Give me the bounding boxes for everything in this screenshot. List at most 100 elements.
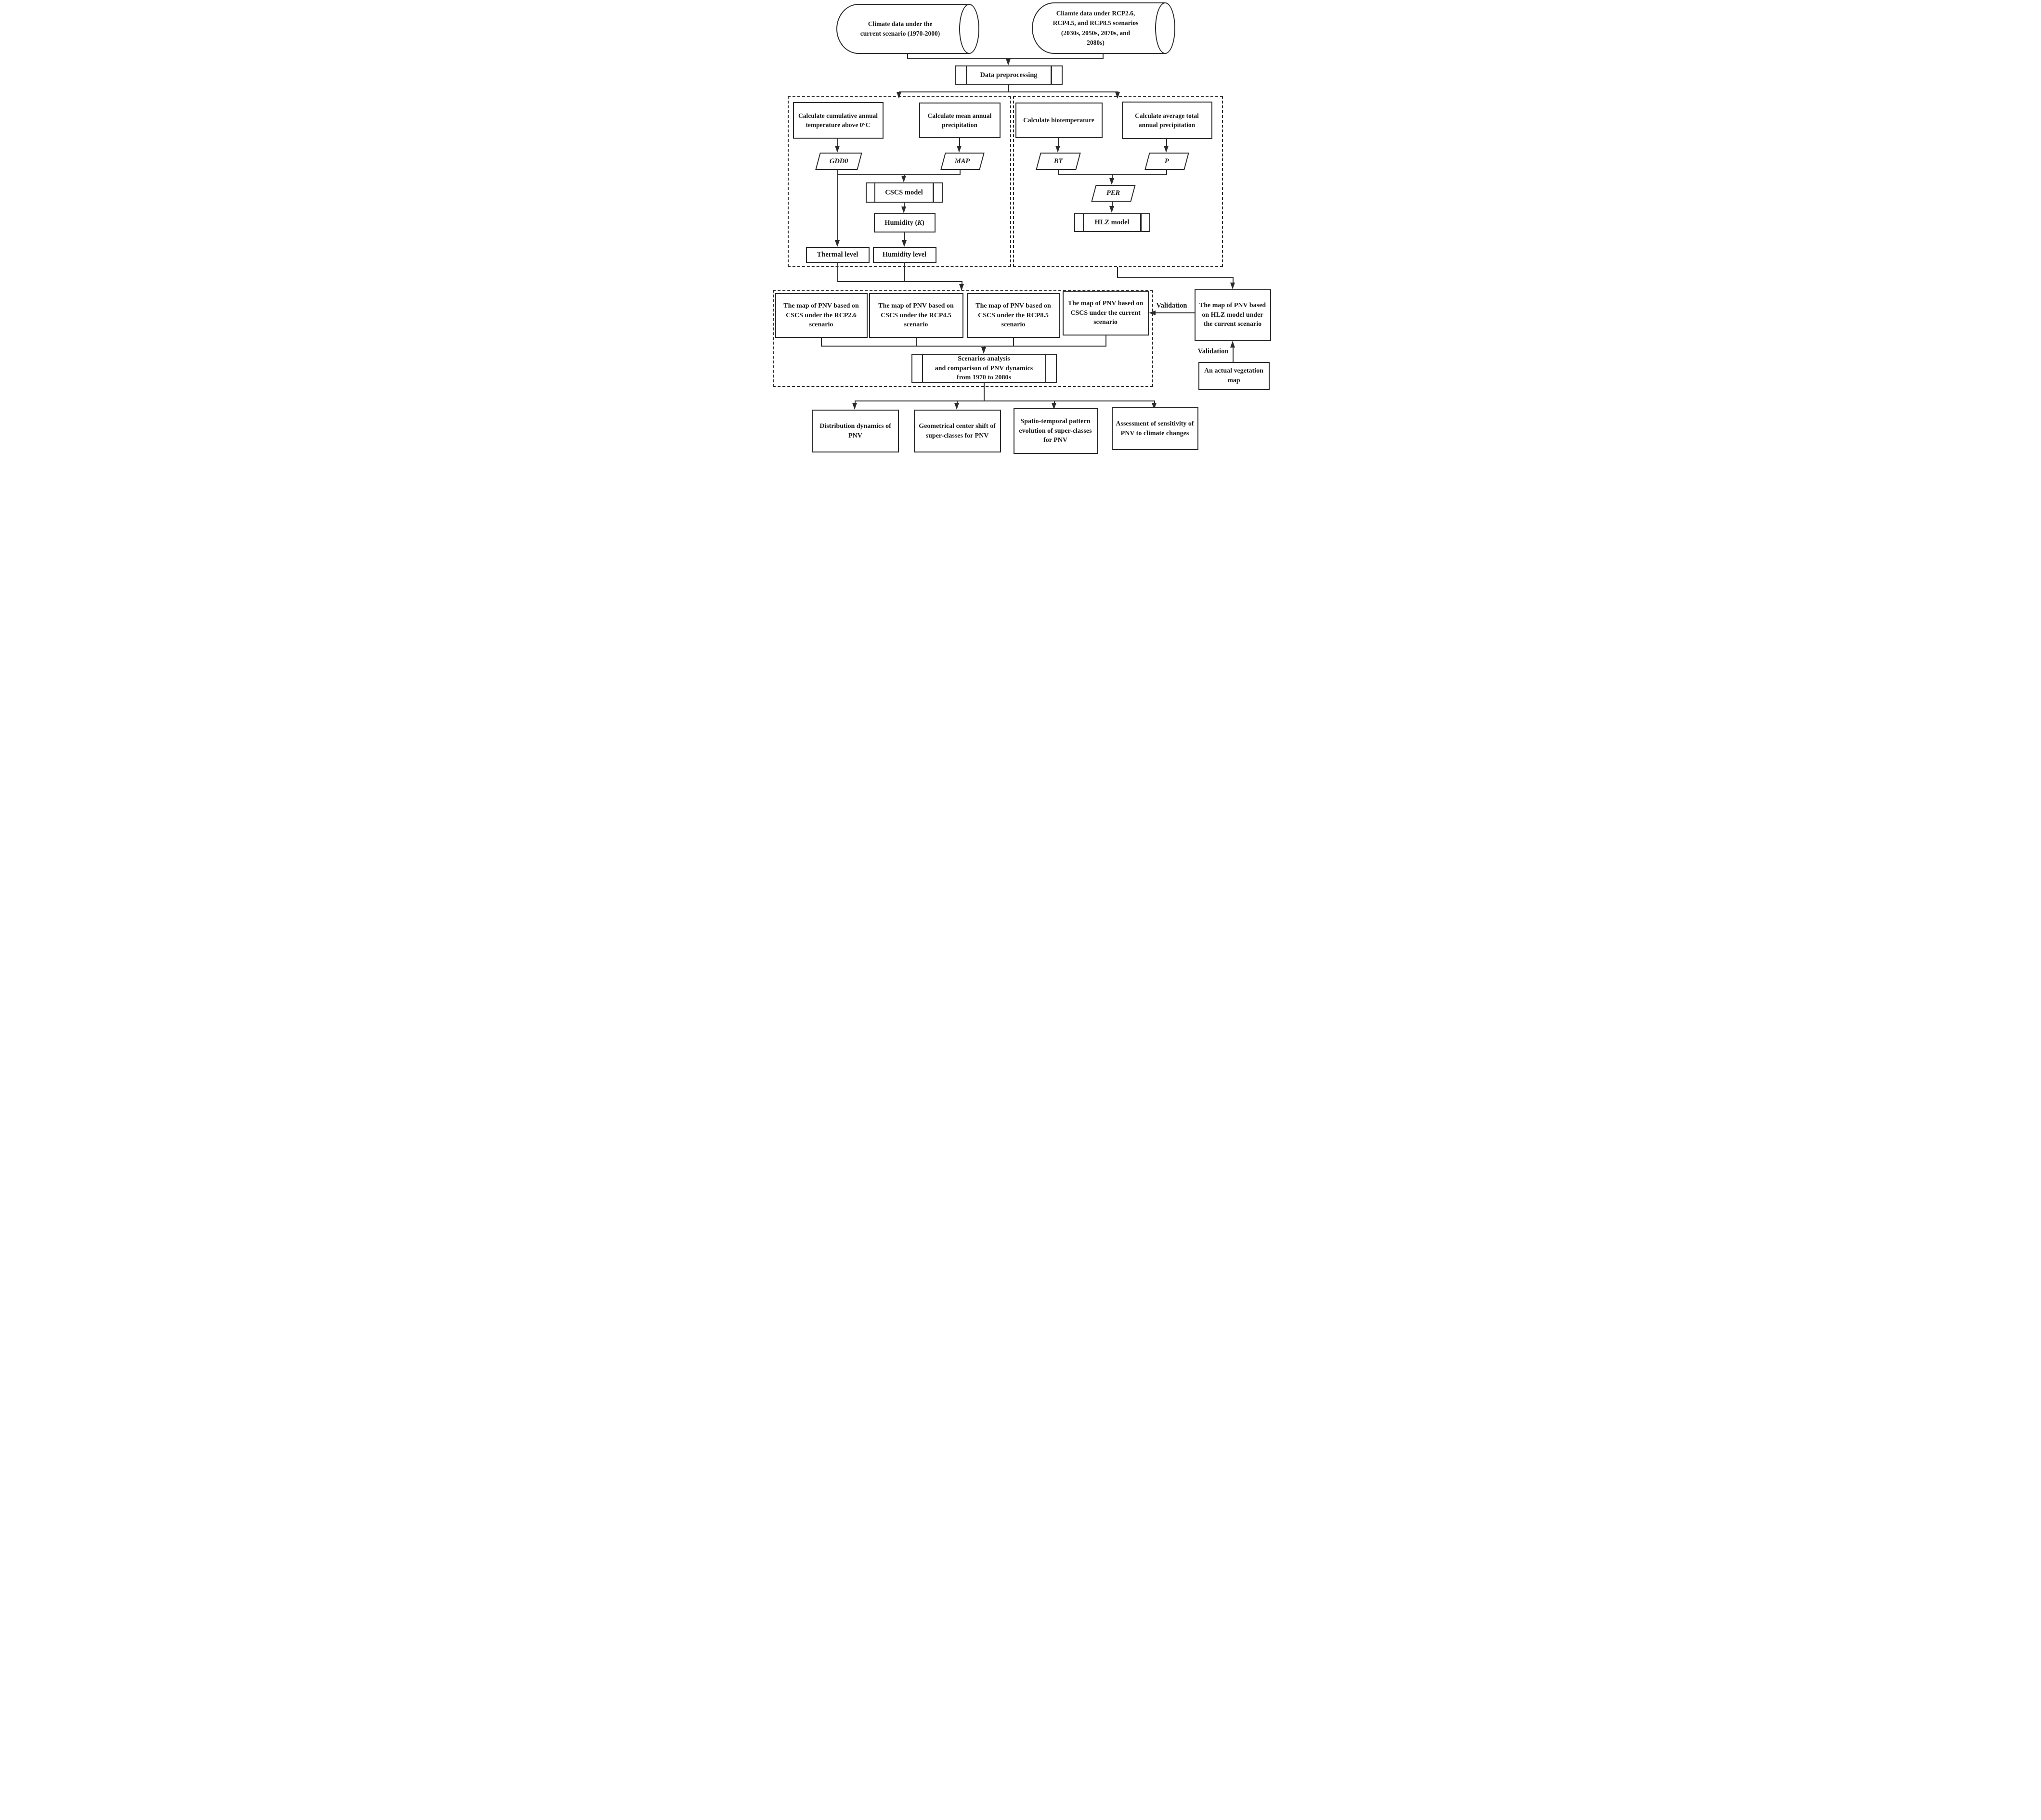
arrowhead-down-icon bbox=[1163, 146, 1169, 153]
connector bbox=[904, 232, 905, 241]
arrowhead-down-icon bbox=[852, 403, 857, 410]
connector bbox=[1057, 170, 1059, 175]
map-rcp26-label: The map of PNV based on CSCS under the R… bbox=[783, 302, 859, 329]
calc-biotemperature-label: Calculate biotemperature bbox=[1023, 116, 1094, 124]
cylinder-climate-rcp-cap bbox=[1155, 2, 1175, 54]
box-humidity-level: Humidity level bbox=[872, 247, 936, 263]
calc-cumulative-temp-label: Calculate cumulative annual temperature … bbox=[798, 112, 878, 129]
box-map-rcp45: The map of PNV based on CSCS under the R… bbox=[869, 293, 963, 338]
connector bbox=[1232, 277, 1234, 284]
box-calc-avg-precip: Calculate average total annual precipita… bbox=[1121, 102, 1212, 139]
connector bbox=[1105, 336, 1106, 347]
box-map-current: The map of PNV based on CSCS under the c… bbox=[1062, 291, 1149, 336]
connector bbox=[1102, 54, 1104, 59]
io-gdd0: GDD0 bbox=[815, 153, 862, 170]
arrowhead-down-icon bbox=[901, 240, 907, 247]
box-calc-mean-precip: Calculate mean annual precipitation bbox=[919, 103, 1001, 138]
connector bbox=[983, 346, 985, 348]
connector bbox=[837, 170, 838, 241]
cylinder-rcp-line4: 2080s) bbox=[1087, 39, 1105, 46]
thermal-level-label: Thermal level bbox=[817, 251, 858, 259]
group-cscs-branch bbox=[787, 96, 1011, 267]
connector bbox=[904, 263, 905, 282]
arrowhead-down-icon bbox=[1055, 146, 1060, 153]
connector bbox=[837, 138, 838, 146]
connector bbox=[1154, 400, 1155, 403]
io-bt: BT bbox=[1035, 153, 1081, 170]
connector bbox=[1057, 138, 1059, 146]
map-rcp45-label: The map of PNV based on CSCS under the R… bbox=[878, 302, 954, 329]
box-map-rcp26: The map of PNV based on CSCS under the R… bbox=[775, 293, 868, 338]
arrowhead-down-icon bbox=[956, 146, 962, 153]
arrowhead-down-icon bbox=[1051, 403, 1056, 410]
box-map-hlz: The map of PNV based on HLZ model under … bbox=[1194, 289, 1271, 341]
connector bbox=[1053, 400, 1055, 403]
cylinder-current-line1: Climate data under the bbox=[868, 20, 933, 27]
arrowhead-down-icon bbox=[1109, 206, 1114, 213]
scenarios-line2: and comparison of PNV dynamics bbox=[935, 364, 1033, 372]
map-rcp85-label: The map of PNV based on CSCS under the R… bbox=[975, 302, 1051, 329]
arrowhead-down-icon bbox=[901, 176, 906, 182]
box-actual-vegetation-map: An actual vegetation map bbox=[1198, 362, 1270, 390]
actual-vegetation-map-label: An actual vegetation map bbox=[1204, 367, 1263, 384]
connector bbox=[898, 91, 1118, 93]
cylinder-rcp-line3: (2030s, 2050s, 2070s, and bbox=[1061, 29, 1131, 37]
data-preprocessing-label: Data preprocessing bbox=[980, 71, 1038, 79]
arrowhead-down-icon bbox=[1115, 92, 1120, 99]
box-distribution-dynamics: Distribution dynamics of PNV bbox=[812, 410, 899, 452]
assessment-sensitivity-label: Assessment of sensitivity of PNV to clim… bbox=[1116, 420, 1194, 437]
connector bbox=[1111, 202, 1113, 207]
box-map-rcp85: The map of PNV based on CSCS under the R… bbox=[966, 293, 1060, 338]
connector bbox=[983, 383, 985, 401]
arrowhead-down-icon bbox=[959, 284, 964, 291]
arrowhead-down-icon bbox=[954, 403, 959, 410]
bt-label: BT bbox=[1053, 157, 1063, 165]
cylinder-current-line2: current scenario (1970-2000) bbox=[860, 30, 940, 37]
io-map: MAP bbox=[940, 153, 985, 170]
gdd0-label: GDD0 bbox=[829, 157, 848, 165]
arrowhead-down-icon bbox=[834, 146, 840, 153]
validation-label-bottom: Validation bbox=[1197, 348, 1229, 355]
box-geometrical-center-shift: Geometrical center shift of super-classe… bbox=[913, 410, 1001, 452]
distribution-dynamics-label: Distribution dynamics of PNV bbox=[819, 422, 891, 439]
connector bbox=[1013, 338, 1014, 347]
process-cscs-model: CSCS model bbox=[865, 182, 943, 203]
connector bbox=[820, 346, 1106, 347]
connector bbox=[837, 174, 961, 175]
spatio-temporal-evolution-label: Spatio-temporal pattern evolution of sup… bbox=[1019, 417, 1092, 444]
arrowhead-up-icon bbox=[1230, 341, 1235, 348]
connector bbox=[1117, 267, 1118, 278]
arrowhead-down-icon bbox=[981, 347, 986, 354]
connector bbox=[903, 203, 905, 207]
box-assessment-sensitivity: Assessment of sensitivity of PNV to clim… bbox=[1111, 407, 1198, 450]
arrowhead-down-icon bbox=[834, 240, 840, 247]
connector bbox=[1008, 85, 1009, 92]
cylinder-climate-rcp bbox=[1031, 2, 1165, 54]
hlz-model-label: HLZ model bbox=[1094, 218, 1130, 226]
geometrical-center-shift-label: Geometrical center shift of super-classe… bbox=[919, 422, 996, 439]
group-hlz-branch bbox=[1013, 96, 1223, 267]
process-data-preprocessing: Data preprocessing bbox=[955, 65, 1063, 85]
arrowhead-down-icon bbox=[1109, 178, 1114, 185]
box-spatio-temporal-evolution: Spatio-temporal pattern evolution of sup… bbox=[1013, 408, 1098, 454]
map-hlz-label: The map of PNV based on HLZ model under … bbox=[1199, 301, 1266, 328]
flowchart-canvas: Climate data under the current scenario … bbox=[765, 0, 1276, 455]
scenarios-line3: from 1970 to 2080s bbox=[957, 374, 1011, 382]
humidity-level-label: Humidity level bbox=[882, 251, 927, 259]
humidity-k-label: Humidity (K) bbox=[884, 219, 924, 227]
connector bbox=[1166, 138, 1167, 146]
connector bbox=[1111, 174, 1113, 179]
arrowhead-left-icon bbox=[1148, 310, 1156, 315]
per-label: PER bbox=[1106, 189, 1120, 197]
connector bbox=[1166, 170, 1167, 175]
connector bbox=[907, 58, 1104, 59]
connector bbox=[837, 281, 962, 283]
io-per: PER bbox=[1091, 185, 1136, 202]
cylinder-climate-rcp-label: Cliamte data under RCP2.6, RCP4.5, and R… bbox=[1033, 2, 1158, 54]
connector bbox=[1232, 347, 1234, 362]
cylinder-climate-current-label: Climate data under the current scenario … bbox=[840, 4, 961, 54]
box-calc-biotemperature: Calculate biotemperature bbox=[1015, 103, 1103, 138]
calc-mean-precip-label: Calculate mean annual precipitation bbox=[927, 112, 992, 129]
io-p: P bbox=[1144, 153, 1189, 170]
connector bbox=[1117, 277, 1234, 279]
